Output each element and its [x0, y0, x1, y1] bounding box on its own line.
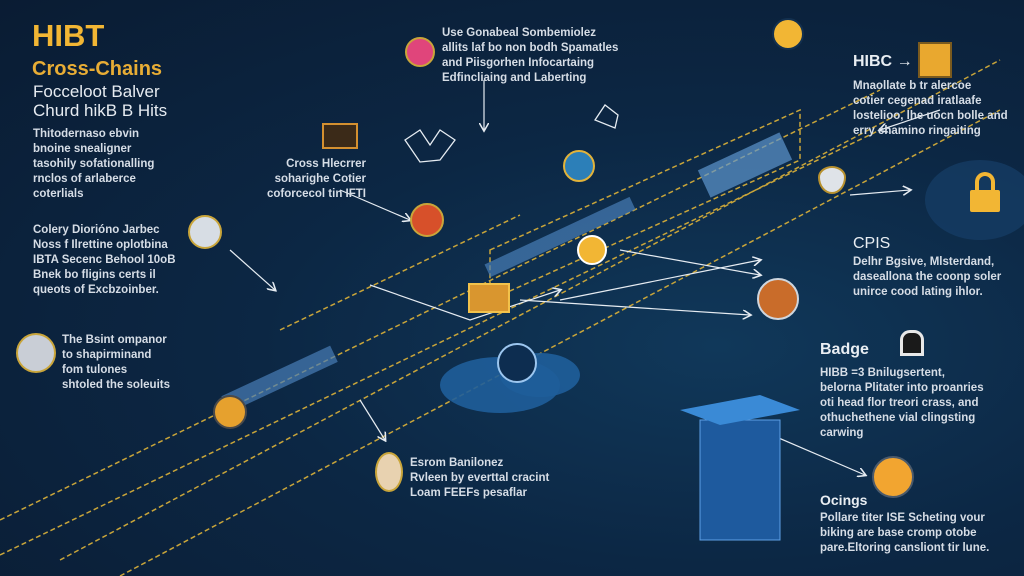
text-line: biking are base cromp otobe	[820, 527, 977, 539]
ocings-title: Ocings	[820, 492, 868, 508]
coin-icon-top	[772, 18, 804, 50]
text-line: cotier cegenad iratlaafe	[853, 95, 982, 107]
text-line: to shapirminand	[62, 349, 152, 361]
text-line: rnclos of arlaberce	[33, 173, 136, 185]
house-icon	[900, 330, 924, 356]
page-subtitle: Cross-Chains	[32, 58, 163, 80]
text-line: Loam FEEFs pesaflar	[410, 487, 527, 499]
avatar	[375, 452, 403, 492]
text-line: The Bsint ompanor	[62, 334, 167, 346]
text-line: fom tulones	[62, 364, 128, 376]
coin-icon	[577, 235, 607, 265]
heading-line: Focceloot Balver	[33, 82, 160, 101]
top-center-text: Use Gonabeal Sombemiolez allits laf bo n…	[442, 26, 618, 86]
connector-lines	[229, 80, 941, 475]
left-bottom-text: The Bsint ompanor to shapirminand fom tu…	[62, 333, 170, 393]
intro-text: Thitodernaso ebvin bnoine snealigner tas…	[33, 127, 154, 202]
page-title: HIBT	[32, 18, 105, 53]
text-line: HIBB =3 Bnilugsertent,	[820, 367, 945, 379]
globe-icon	[410, 203, 444, 237]
text-line: Colery Diorióno Jarbec	[33, 224, 160, 236]
badge-title: Badge	[820, 341, 869, 358]
text-line: daseallona the coonp soler	[853, 271, 1002, 283]
heading-line: Churd hikB B Hits	[33, 101, 168, 120]
orange-coin-icon	[872, 456, 914, 498]
text-line: lostelioo, lhe uocn bolle and	[853, 110, 1008, 122]
coin-node-icon	[213, 395, 247, 429]
left-block-text: Colery Diorióno Jarbec Noss f Ilrettine …	[33, 223, 176, 298]
text-line: othuchethene vial clingsting	[820, 412, 976, 424]
cross-text: Cross Hlecrrer soharighe Cotier coforcec…	[267, 157, 366, 202]
text-line: coterlials	[33, 188, 84, 200]
bank-icon	[497, 343, 537, 383]
text-line: and Piisgorhen Infocartaing	[442, 57, 595, 69]
text-line: belorna Plitater into proanries	[820, 382, 984, 394]
building-icon	[16, 333, 56, 373]
text-line: queots of Excbzoinber.	[33, 284, 159, 296]
text-line: oti head flor treori crass, and	[820, 397, 979, 409]
text-line: Thitodernaso ebvin	[33, 128, 140, 140]
text-line: Bnek bo fligins certs il	[33, 269, 156, 281]
heading: Focceloot Balver Churd hikB B Hits	[33, 82, 167, 120]
server-cube	[680, 395, 800, 541]
hexagon-token-icon	[918, 42, 952, 78]
text-line: Pollare titer ISE Scheting vour	[820, 512, 985, 524]
shield-icon	[818, 166, 846, 194]
badge-text: HIBB =3 Bnilugsertent, belorna Plitater …	[820, 366, 984, 441]
cloud-node-icon	[188, 215, 222, 249]
text-line: coforcecol tin IFTI	[266, 188, 366, 200]
text-line: Delhr Bgsive, Mlsterdand,	[853, 256, 995, 268]
crown-outline-icon	[404, 129, 456, 163]
text-line: carwing	[820, 427, 864, 439]
text-line: tasohily sofationalling	[33, 158, 155, 170]
cpis-text: Delhr Bgsive, Mlsterdand, daseallona the…	[853, 255, 1001, 300]
text-line: Use Gonabeal Sombemiolez	[442, 27, 597, 39]
text-line: erry chamino ringaiting	[853, 125, 981, 137]
text-line: IBTA Secenc Behool 10oB	[33, 254, 176, 266]
star-badge-icon	[563, 150, 595, 182]
mining-icon	[757, 278, 799, 320]
text-line: bnoine snealigner	[33, 143, 132, 155]
text-line: soharighe Cotier	[274, 173, 366, 185]
device-icon	[322, 123, 358, 149]
hibc-title: HIBC	[853, 53, 893, 70]
text-line: Rvleen by everttal cracint	[410, 472, 550, 484]
text-line: pare.Eltoring cansliont tir lune.	[820, 542, 990, 554]
hibc-text: Mnaollate b tr alercoe cotier cegenad ir…	[853, 79, 1008, 139]
hibc-label: HIBC →	[853, 53, 913, 71]
ocings-text: Pollare titer ISE Scheting vour biking a…	[820, 511, 989, 556]
text-line: shtoled the soleuits	[62, 379, 170, 391]
text-line: unirce cood lating ihlor.	[853, 286, 983, 298]
text-line: Mnaollate b tr alercoe	[853, 80, 972, 92]
token-icon-pink	[405, 37, 435, 67]
text-line: Esrom Banilonez	[410, 457, 504, 469]
bottom-center-text: Esrom Banilonez Rvleen by everttal craci…	[410, 456, 549, 501]
cpis-title: CPIS	[853, 235, 891, 252]
text-line: Edfincliaing and Laberting	[442, 72, 587, 84]
laptop-icon	[468, 283, 510, 313]
text-line: Noss f Ilrettine oplotbina	[33, 239, 168, 251]
arrow-right-icon: →	[896, 53, 913, 70]
text-line: allits laf bo non bodh Spamatles	[442, 42, 619, 54]
bridge-blocks	[221, 132, 793, 413]
text-line: Cross Hlecrrer	[286, 158, 366, 170]
lock-icon	[970, 172, 1000, 212]
